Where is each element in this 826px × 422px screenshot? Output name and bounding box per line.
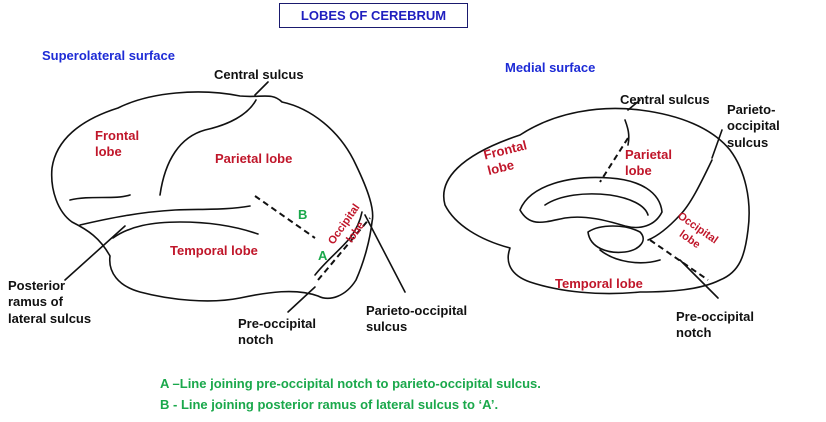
right-po-sulcus xyxy=(647,159,713,241)
left-central-sulcus-label: Central sulcus xyxy=(214,67,304,82)
left-pre-occipital-notch-label: Pre-occipital notch xyxy=(238,316,317,348)
right-parietal-lobe-label: Parietal lobe xyxy=(625,147,672,179)
left-parieto-occipital-ptr xyxy=(364,214,406,293)
left-frontal-lobe-label: Frontal lobe xyxy=(95,128,140,160)
right-brainstem xyxy=(599,249,661,264)
right-inner-cc xyxy=(544,193,649,216)
left-parieto-occipital-sulcus-label: Parieto-occipital sulcus xyxy=(366,303,468,335)
right-corpus-callosum xyxy=(519,176,663,229)
right-pre-occipital-dashed xyxy=(649,239,709,281)
right-central-sulcus-label: Central sulcus xyxy=(620,92,710,107)
left-temporal-upper xyxy=(112,221,259,239)
left-lateral-sulcus xyxy=(79,205,251,226)
left-occipital-curve xyxy=(314,211,363,276)
left-line-a-label: A xyxy=(318,248,328,263)
right-parieto-occipital-sulcus-label: Parieto- occipital sulcus xyxy=(727,102,780,150)
left-parietal-lobe-label: Parietal lobe xyxy=(215,151,293,166)
legend-a: A –Line joining pre-occipital notch to p… xyxy=(160,376,541,391)
left-pre-occipital-ptr xyxy=(287,286,316,313)
left-posterior-ramus-ptr xyxy=(64,225,126,281)
left-central-ptr xyxy=(254,81,269,96)
right-thalamus xyxy=(587,225,644,254)
left-brain-outline xyxy=(50,91,374,302)
right-pre-occipital-notch-label: Pre-occipital notch xyxy=(676,309,755,341)
legend-b: B - Line joining posterior ramus of late… xyxy=(160,397,499,412)
left-temporal-lobe-label: Temporal lobe xyxy=(170,243,258,258)
right-central-ptr xyxy=(627,99,641,111)
left-frontal-fold xyxy=(69,194,131,201)
page-title: LOBES OF CEREBRUM xyxy=(279,3,468,28)
left-posterior-ramus-label: Posterior ramus of lateral sulcus xyxy=(8,278,92,326)
right-brain-outline xyxy=(443,107,750,295)
left-central-sulcus xyxy=(159,99,257,196)
left-line-b-label: B xyxy=(298,207,308,222)
left-line-a xyxy=(317,217,371,281)
right-central-dashed xyxy=(599,137,629,183)
right-central-notch xyxy=(624,119,630,146)
right-temporal-lobe-label: Temporal lobe xyxy=(555,276,643,291)
left-surface-heading: Superolateral surface xyxy=(42,48,175,63)
right-pre-occipital-ptr xyxy=(679,259,719,299)
right-po-ptr xyxy=(711,129,723,159)
right-surface-heading: Medial surface xyxy=(505,60,596,75)
left-line-b xyxy=(254,195,316,239)
